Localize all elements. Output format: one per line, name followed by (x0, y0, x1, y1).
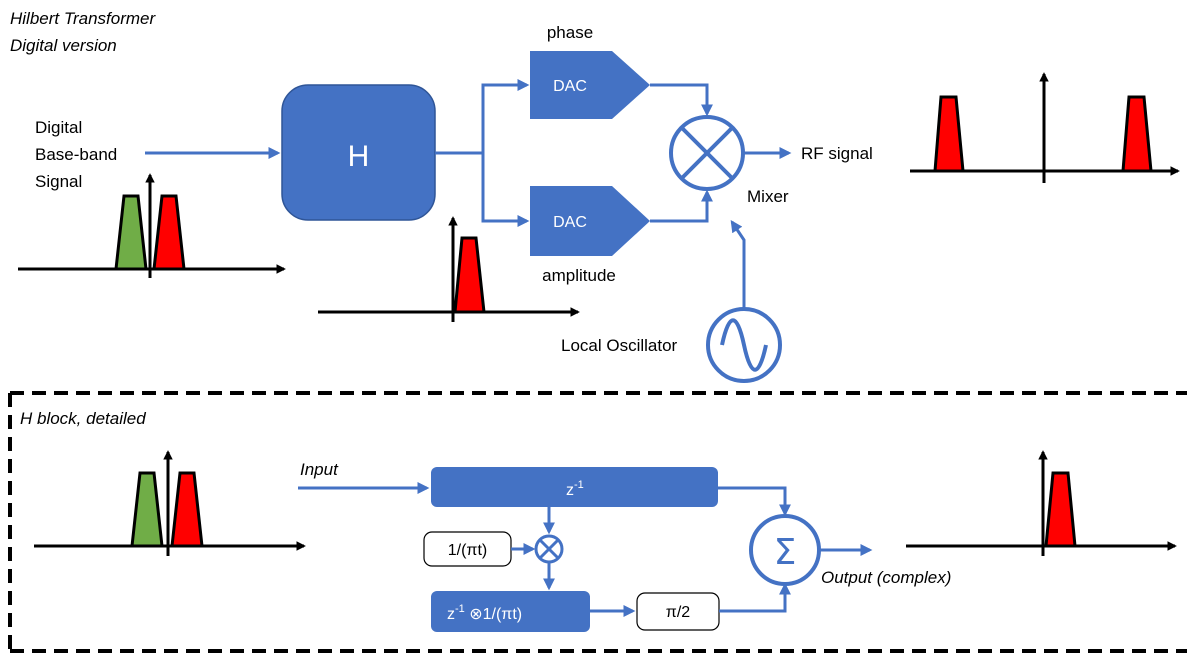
detail-section-border (8, 391, 1187, 654)
detail-input-spectrum-plot (34, 450, 306, 556)
diagram-subtitle: Digital version (10, 36, 117, 55)
h-to-amplitude-dac-arrow (481, 153, 530, 227)
local-oscillator-label: Local Oscillator (561, 336, 678, 355)
positive-sideband (152, 194, 186, 271)
convolution-block-label: z-1 ⊗1/(πt) (447, 603, 522, 623)
delay-to-sum-arrow (718, 486, 791, 517)
detail-output-label: Output (complex) (821, 568, 951, 587)
multiplier-icon (534, 534, 564, 564)
amplitude-dac-output-stage (612, 186, 650, 256)
rf-signal-label: RF signal (801, 144, 873, 163)
phase-shift-to-sum-arrow (719, 582, 791, 613)
convolution-block (431, 591, 590, 632)
phase-dac-label: DAC (553, 78, 587, 95)
amplitude-dac-body (530, 186, 612, 256)
kernel-label: 1/(πt) (448, 542, 487, 559)
oscillator-to-mixer-arrow (730, 220, 746, 308)
mixer-label: Mixer (747, 187, 789, 206)
phase-dac-to-mixer-arrow (650, 83, 713, 117)
detail-title: H block, detailed (20, 409, 146, 428)
negative-sideband (130, 471, 164, 548)
positive-sideband (170, 471, 204, 548)
input-signal-label-line1: Digital (35, 118, 82, 137)
amplitude-dac (530, 186, 650, 256)
amplitude-dac-to-mixer-arrow (650, 189, 713, 223)
amplitude-dac-label: DAC (553, 214, 587, 231)
upper-rf-band (1121, 95, 1153, 173)
amplitude-label: amplitude (542, 266, 616, 285)
input-signal-label-line2: Base-band (35, 145, 117, 164)
detail-input-label: Input (300, 460, 339, 479)
h-block-label: H (348, 140, 370, 173)
summation-symbol: Σ (774, 532, 797, 573)
phase-shift-label: π/2 (666, 604, 690, 621)
diagram-title: Hilbert Transformer (10, 9, 156, 28)
input-signal-label-line3: Signal (35, 172, 82, 191)
detail-output-spectrum-plot (906, 450, 1177, 556)
single-sideband (453, 236, 486, 314)
lower-rf-band (933, 95, 965, 173)
rf-spectrum-plot (910, 72, 1180, 183)
negative-sideband (114, 194, 148, 271)
h-to-phase-dac-arrow (435, 79, 530, 155)
phase-dac-body (530, 51, 612, 119)
analytic-spectrum-plot (318, 216, 580, 322)
phase-dac-output-stage (612, 51, 650, 119)
phase-label: phase (547, 23, 593, 42)
delay-block (431, 467, 718, 507)
single-sideband (1044, 471, 1077, 548)
delay-block-label: z-1 (566, 479, 584, 499)
phase-dac (530, 51, 650, 119)
mixer-icon (669, 115, 745, 191)
local-oscillator-icon (706, 307, 782, 383)
input-spectrum-plot (18, 173, 286, 278)
